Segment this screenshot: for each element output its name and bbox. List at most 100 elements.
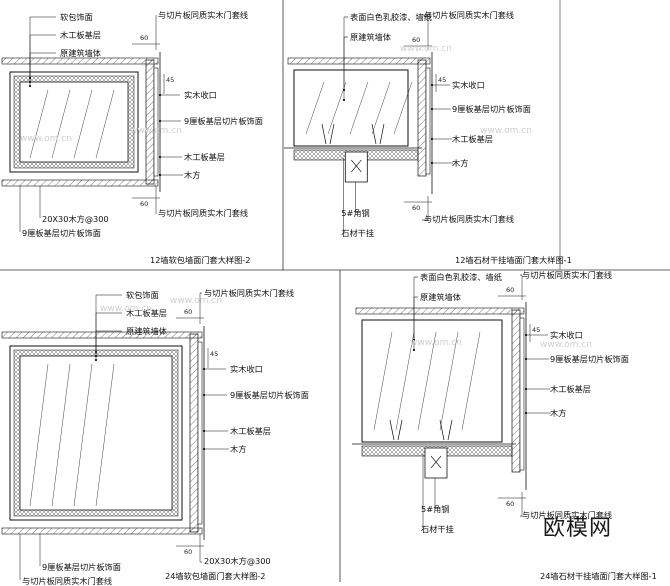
texture-line [305, 81, 325, 135]
anchor [397, 419, 403, 441]
label-4: 实木收口 [230, 364, 263, 374]
label-6: 木工板基层 [230, 426, 271, 436]
leader-dot [158, 155, 162, 159]
label-8: 20X30木方@300 [204, 556, 271, 566]
watermark: www.om.cn [130, 126, 182, 136]
veneer-board [519, 317, 525, 471]
dim-side: 45 [210, 350, 219, 358]
label-2: 与切片板同质实木门套线 [522, 270, 613, 280]
label-4: 实木收口 [184, 90, 217, 100]
bracket-mark [351, 159, 362, 173]
leader-dot [202, 367, 206, 371]
leader-dot [430, 107, 434, 111]
watermark: www.om.cn [100, 304, 152, 314]
leader-dot [94, 358, 98, 362]
texture-line [51, 89, 71, 159]
label-3: 实木收口 [452, 80, 485, 90]
dim-bottom: 60 [506, 500, 515, 508]
panel-title-0: 12墙软包墙面门套大样图-2 [150, 255, 251, 265]
label-9: 9厘板基层切片板饰面 [42, 562, 121, 572]
label-3: 与切片板同质实木门套线 [204, 288, 295, 298]
anchor [321, 123, 327, 145]
texture-line [461, 331, 481, 431]
texture-line [73, 89, 93, 159]
leader-dot [158, 173, 162, 177]
bracket-mark [430, 455, 442, 469]
wood-trim [145, 59, 155, 185]
leader-dot [342, 98, 346, 102]
label-2: 原建筑墙体 [126, 326, 167, 336]
texture-line [73, 363, 93, 507]
texture-line [29, 363, 49, 507]
label-7: 木方 [230, 444, 247, 454]
dim-side: 45 [438, 76, 447, 84]
label-0: 表面白色乳胶漆、墙纸 [350, 12, 432, 22]
wall-block [361, 319, 503, 443]
anchor [329, 123, 335, 145]
dim-bottom: 60 [412, 204, 421, 212]
dim-top: 60 [140, 34, 149, 42]
wall-block [9, 71, 139, 173]
watermark: www.om.cn [170, 296, 222, 306]
texture-line [29, 89, 49, 159]
veneer-board [153, 67, 159, 177]
veneer-board [197, 341, 203, 525]
label-10: 与切片板同质实木门套线 [22, 576, 113, 586]
wood-trim [189, 333, 199, 533]
label-0: 表面白色乳胶漆、墙纸 [420, 272, 502, 282]
label-9: 与切片板同质实木门套线 [522, 510, 613, 520]
board-core [19, 355, 173, 511]
leader-dot [158, 93, 162, 97]
dim-top: 60 [184, 308, 193, 316]
texture-line [327, 81, 347, 135]
leader-dot [202, 393, 206, 397]
label-3: 与切片板同质实木门套线 [158, 10, 249, 20]
top-trim [287, 57, 431, 65]
texture-line [95, 363, 115, 507]
bottom-trim [1, 179, 159, 187]
texture-line [371, 81, 391, 135]
label-7: 5#角钢 [341, 208, 370, 218]
leader-dot [524, 333, 528, 337]
wood-trim [417, 59, 427, 177]
label-7: 木方 [184, 170, 201, 180]
label-9: 20X30木方@300 [42, 214, 109, 224]
watermark: www.om.cn [540, 340, 592, 350]
label-8: 与切片板同质实木门套线 [158, 208, 249, 218]
texture-line [439, 331, 459, 431]
label-8: 石材干挂 [341, 228, 375, 238]
panel-title-2: 24墙软包墙面门套大样图-2 [165, 571, 266, 581]
dim-side: 45 [532, 326, 541, 334]
label-8: 石材干挂 [421, 524, 454, 534]
texture-line [349, 81, 369, 135]
label-3: 实木收口 [550, 330, 583, 340]
leader-dot [524, 387, 528, 391]
label-0: 软包饰面 [60, 12, 93, 22]
wall-block [293, 69, 409, 147]
label-5: 9厘板基层切片板饰面 [184, 116, 263, 126]
label-1: 木工板基层 [126, 308, 167, 318]
veneer-board [425, 67, 431, 175]
leader-dot [202, 429, 206, 433]
label-9: 与切片板同质实木门套线 [424, 214, 515, 224]
anchor [439, 419, 445, 441]
watermark: www.om.cn [480, 126, 532, 136]
bottom-trim [1, 527, 203, 535]
anchor [379, 123, 385, 145]
dim-top: 60 [506, 286, 515, 294]
leader-dot [412, 348, 416, 352]
label-5: 木工板基层 [452, 134, 493, 144]
top-trim [1, 331, 203, 339]
brand-logo: 欧模网 [543, 516, 613, 541]
anchor [447, 419, 453, 441]
label-1: 原建筑墙体 [350, 32, 391, 42]
texture-line [395, 331, 415, 431]
dim-top: 60 [412, 36, 421, 44]
label-1: 木工板基层 [60, 30, 101, 40]
leader-dot [202, 447, 206, 451]
texture-line [393, 81, 413, 135]
board-core [19, 81, 129, 163]
label-4: 9厘板基层切片板饰面 [550, 354, 629, 364]
